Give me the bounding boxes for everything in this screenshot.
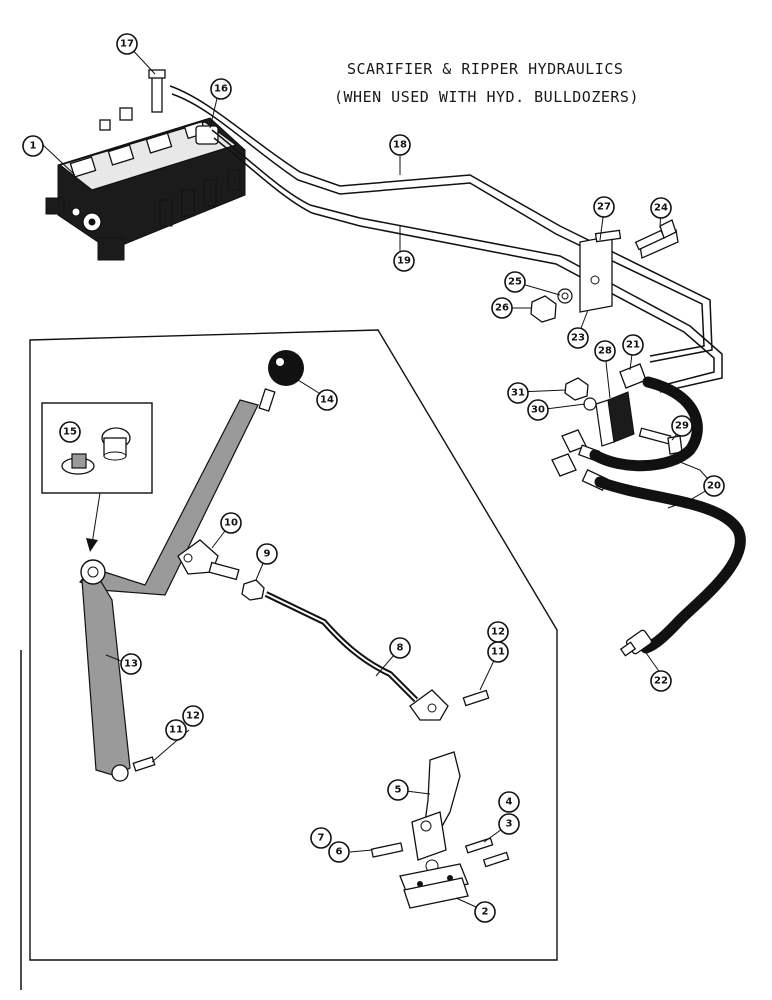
hydraulic-tube-18 <box>169 85 713 363</box>
svg-text:24: 24 <box>654 203 668 214</box>
svg-text:21: 21 <box>626 340 640 351</box>
callout-13: 13 <box>120 653 142 675</box>
clevis-10 <box>177 539 240 581</box>
callout-1: 1 <box>22 135 44 157</box>
callout-10: 10 <box>220 512 242 534</box>
callout-19: 19 <box>393 250 415 272</box>
callout-30: 30 <box>527 399 549 421</box>
adapter-fitting-16 <box>195 125 219 145</box>
callout-21: 21 <box>622 334 644 356</box>
callout-23: 23 <box>567 327 589 349</box>
bolt-29 <box>638 427 683 455</box>
callout-2: 2 <box>474 901 496 923</box>
hose-end-fitting-22 <box>619 629 653 657</box>
callout-6: 6 <box>328 841 350 863</box>
mounting-plate-2 <box>399 863 469 909</box>
callout-11: 11 <box>165 719 187 741</box>
svg-text:3: 3 <box>506 819 513 830</box>
svg-text:19: 19 <box>397 256 411 267</box>
hose-fittings <box>551 363 647 491</box>
nut-26 <box>530 295 557 323</box>
tube-clamp <box>579 229 679 313</box>
svg-text:8: 8 <box>397 643 404 654</box>
svg-text:9: 9 <box>264 549 271 560</box>
svg-text:12: 12 <box>491 627 505 638</box>
nut-31 <box>564 377 589 401</box>
elbow-fitting-17 <box>148 69 166 113</box>
callout-4: 4 <box>498 791 520 813</box>
control-valve-assembly <box>45 107 246 261</box>
diagram-subtitle: (WHEN USED WITH HYD. BULLDOZERS) <box>334 88 639 106</box>
diagram-title: SCARIFIER & RIPPER HYDRAULICS <box>347 60 624 78</box>
callout-28: 28 <box>594 340 616 362</box>
callout-11: 11 <box>487 641 509 663</box>
lever-knob-14 <box>258 350 304 412</box>
svg-text:15: 15 <box>63 427 77 438</box>
lockwasher-30 <box>583 397 597 411</box>
svg-text:29: 29 <box>675 421 689 432</box>
callout-8: 8 <box>389 637 411 659</box>
bolt-24 <box>634 219 677 251</box>
callout-12: 12 <box>182 705 204 727</box>
svg-text:11: 11 <box>491 647 505 658</box>
jam-nut-9 <box>241 579 265 601</box>
callout-3: 3 <box>498 813 520 835</box>
lever-bracket-5 <box>411 751 461 873</box>
callout-27: 27 <box>593 196 615 218</box>
callout-14: 14 <box>316 389 338 411</box>
svg-text:22: 22 <box>654 676 668 687</box>
svg-text:30: 30 <box>531 405 545 416</box>
inset-panel-border <box>29 329 558 961</box>
svg-text:31: 31 <box>511 388 525 399</box>
callout-22: 22 <box>650 670 672 692</box>
hydraulic-hose-20 <box>589 376 746 654</box>
bushing-detail-box <box>41 402 153 552</box>
callout-26: 26 <box>491 297 513 319</box>
link-rod-8 <box>264 591 449 721</box>
svg-text:27: 27 <box>597 202 611 213</box>
svg-text:7: 7 <box>318 833 325 844</box>
callout-18: 18 <box>389 134 411 156</box>
bolts-3-6 <box>370 837 510 868</box>
callout-25: 25 <box>504 271 526 293</box>
svg-text:18: 18 <box>393 140 407 151</box>
svg-text:10: 10 <box>224 518 238 529</box>
svg-text:28: 28 <box>598 346 612 357</box>
callout-12: 12 <box>487 621 509 643</box>
clevis-pin-11 <box>132 689 490 772</box>
svg-text:1: 1 <box>30 141 37 152</box>
svg-text:5: 5 <box>395 785 402 796</box>
svg-text:4: 4 <box>506 797 513 808</box>
svg-text:23: 23 <box>571 333 585 344</box>
callout-31: 31 <box>507 382 529 404</box>
callout-15: 15 <box>59 421 81 443</box>
callout-29: 29 <box>671 415 693 437</box>
svg-text:11: 11 <box>169 725 183 736</box>
svg-text:6: 6 <box>336 847 343 858</box>
callout-5: 5 <box>387 779 409 801</box>
svg-text:20: 20 <box>707 481 721 492</box>
hose-block-28 <box>595 391 635 447</box>
svg-text:17: 17 <box>120 39 134 50</box>
svg-text:13: 13 <box>124 659 138 670</box>
svg-text:16: 16 <box>214 84 228 95</box>
callout-16: 16 <box>210 78 232 100</box>
callout-17: 17 <box>116 33 138 55</box>
hydraulic-tube-19 <box>211 129 723 393</box>
svg-text:2: 2 <box>482 907 489 918</box>
control-lever-13 <box>78 399 259 782</box>
svg-text:12: 12 <box>186 711 200 722</box>
callout-group: 1 2 3 4 5 6 7 8 9 10 11 12 11 12 13 14 1… <box>22 33 725 923</box>
svg-text:14: 14 <box>320 395 334 406</box>
callout-24: 24 <box>650 197 672 219</box>
callout-9: 9 <box>256 543 278 565</box>
callout-20: 20 <box>703 475 725 497</box>
callout-7: 7 <box>310 827 332 849</box>
svg-text:26: 26 <box>495 303 509 314</box>
svg-text:25: 25 <box>508 277 522 288</box>
